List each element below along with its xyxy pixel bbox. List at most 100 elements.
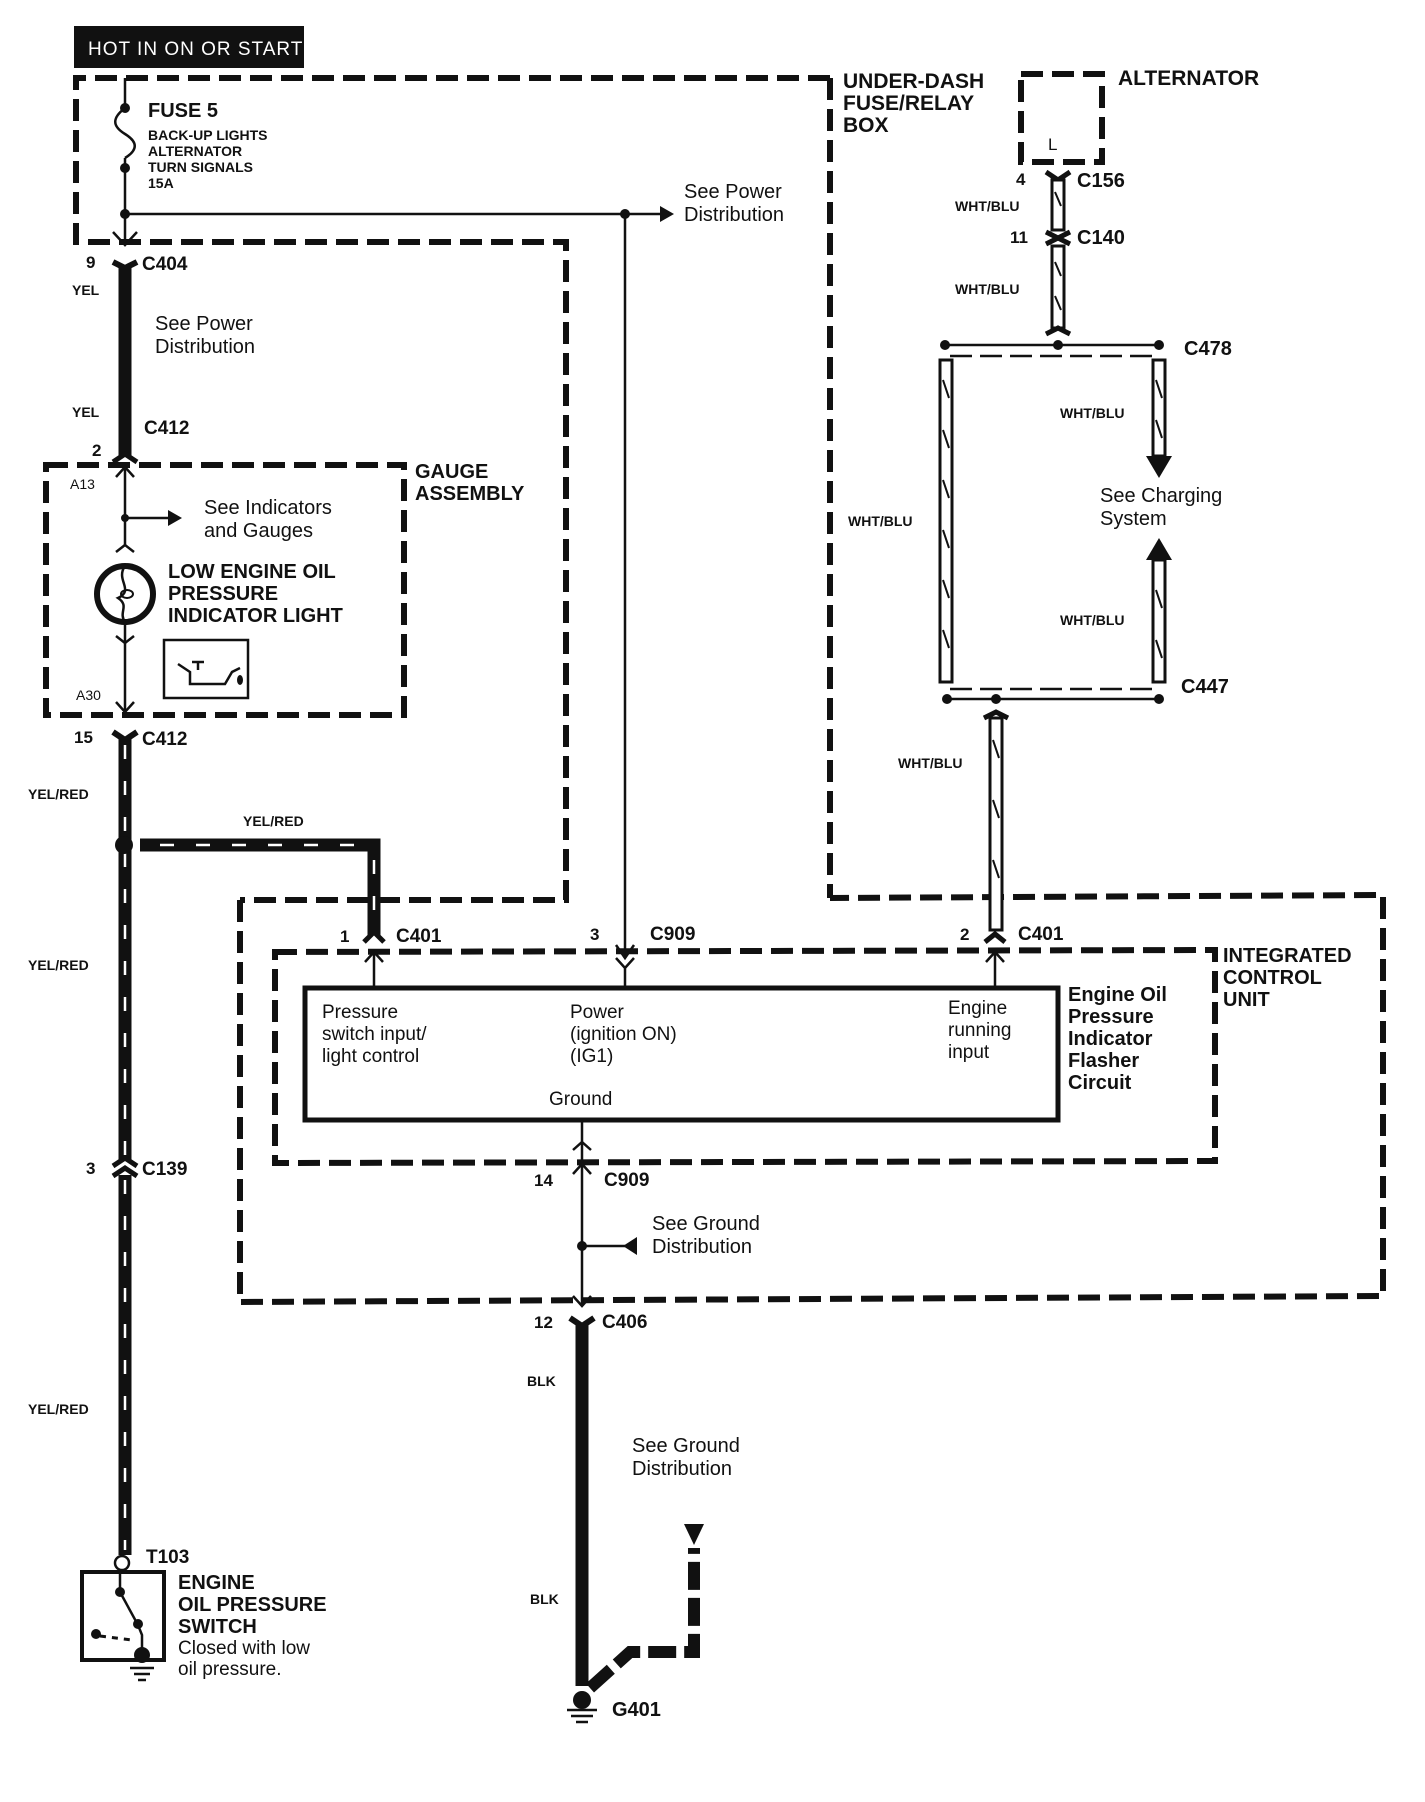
flasher-label-1: Engine Oil bbox=[1068, 984, 1167, 1006]
alternator-outline bbox=[1018, 71, 1105, 165]
splice-junction bbox=[115, 836, 133, 854]
pin-a30: A30 bbox=[76, 687, 101, 703]
alternator-label: ALTERNATOR bbox=[1118, 67, 1259, 90]
icu-label-2: CONTROL bbox=[1223, 967, 1322, 989]
see-indicators-and-gauges[interactable]: See Indicators bbox=[204, 497, 332, 519]
see-ground-distribution-icu-2[interactable]: Distribution bbox=[652, 1236, 752, 1258]
pin-ground: Ground bbox=[549, 1089, 612, 1110]
c401-pin1-label: C401 bbox=[396, 926, 442, 947]
wire-color-yelred-3: YEL/RED bbox=[28, 1401, 89, 1417]
wire-color-whtblu-loop-right-bottom: WHT/BLU bbox=[1060, 612, 1125, 628]
c156-label: C156 bbox=[1077, 170, 1125, 192]
c401-pin1: 1 bbox=[340, 927, 349, 946]
see-ground-distribution-bottom-2[interactable]: Distribution bbox=[632, 1458, 732, 1480]
wire-yel-red-branch[interactable] bbox=[140, 838, 381, 935]
see-power-distribution-top[interactable]: See Power bbox=[684, 181, 782, 203]
wire-stripe-pattern bbox=[942, 191, 1163, 879]
wire-color-whtblu-loop-left: WHT/BLU bbox=[848, 513, 913, 529]
c909-pin3: 3 bbox=[590, 925, 599, 944]
see-power-distribution-left-2[interactable]: Distribution bbox=[155, 336, 255, 358]
indicator-light-label-3: INDICATOR LIGHT bbox=[168, 605, 343, 627]
c478-label: C478 bbox=[1184, 338, 1232, 360]
arrow-down-icon bbox=[1146, 456, 1172, 478]
icu-label-3: UNIT bbox=[1223, 989, 1270, 1011]
t103-label: T103 bbox=[146, 1547, 189, 1568]
fuse-circuit-3: TURN SIGNALS bbox=[148, 159, 253, 175]
fuse-5[interactable] bbox=[114, 78, 136, 240]
under-dash-line3: BOX bbox=[843, 114, 889, 137]
under-dash-line1: UNDER-DASH bbox=[843, 70, 984, 93]
hot-in-on-or-start-label: HOT IN ON OR START bbox=[74, 26, 304, 68]
arrow-right-icon bbox=[660, 206, 674, 222]
pin-engine-running-2: running bbox=[948, 1020, 1011, 1041]
arrow-right-icon bbox=[168, 510, 182, 526]
c412-top-pin: 2 bbox=[92, 441, 101, 460]
c412-bottom-label: C412 bbox=[142, 729, 187, 750]
fuse-icon bbox=[114, 107, 136, 160]
pin-power-2: (ignition ON) bbox=[570, 1024, 677, 1045]
fuse-circuit-2: ALTERNATOR bbox=[148, 143, 242, 159]
see-ground-distribution-icu[interactable]: See Ground bbox=[652, 1213, 760, 1235]
fuse-circuit-1: BACK-UP LIGHTS bbox=[148, 127, 268, 143]
connector-c139-icon bbox=[111, 1154, 139, 1179]
wire-color-whtblu-icu: WHT/BLU bbox=[898, 755, 963, 771]
see-power-distribution-top-2[interactable]: Distribution bbox=[684, 204, 784, 226]
c404-pin: 9 bbox=[86, 253, 95, 272]
wire-color-blk-2: BLK bbox=[530, 1591, 559, 1607]
wire-color-yel-2: YEL bbox=[72, 404, 100, 420]
under-dash-line2: FUSE/RELAY bbox=[843, 92, 974, 115]
fuse-title: FUSE 5 bbox=[148, 100, 218, 122]
gauge-assembly-outline bbox=[43, 462, 407, 718]
oil-pressure-switch-icon[interactable] bbox=[80, 1570, 166, 1682]
flasher-circuit-outline bbox=[272, 946, 1218, 1167]
wire-color-yelred-1: YEL/RED bbox=[28, 786, 89, 802]
indicator-light-label-2: PRESSURE bbox=[168, 583, 278, 605]
c412-top-label: C412 bbox=[144, 418, 189, 439]
arrow-up-icon bbox=[1146, 538, 1172, 560]
see-indicators-and-gauges-2[interactable]: and Gauges bbox=[204, 520, 313, 542]
pin-pressure-input-3: light control bbox=[322, 1046, 419, 1067]
wire-color-whtblu-2: WHT/BLU bbox=[955, 281, 1020, 297]
see-power-distribution-left[interactable]: See Power bbox=[155, 313, 253, 335]
wire-color-yel-1: YEL bbox=[72, 282, 100, 298]
wire-color-whtblu-1: WHT/BLU bbox=[955, 198, 1020, 214]
wire-color-yelred-2: YEL/RED bbox=[28, 957, 89, 973]
c909-pin3-label: C909 bbox=[650, 924, 695, 945]
indicator-light-label-1: LOW ENGINE OIL bbox=[168, 561, 336, 583]
connector-arrow-c404 bbox=[112, 231, 138, 247]
see-charging-system-2[interactable]: System bbox=[1100, 508, 1167, 530]
wire-color-blk-1: BLK bbox=[527, 1373, 556, 1389]
wire-wht-blu-top[interactable] bbox=[1044, 169, 1072, 337]
pin-pressure-input-1: Pressure bbox=[322, 1002, 398, 1023]
gauge-assembly-label-2: ASSEMBLY bbox=[415, 483, 525, 505]
c447-label: C447 bbox=[1181, 676, 1229, 698]
fuse-rating: 15A bbox=[148, 175, 174, 191]
see-charging-system[interactable]: See Charging bbox=[1100, 485, 1222, 507]
hot-label-text: HOT IN ON OR START bbox=[88, 39, 303, 60]
pin-pressure-input-2: switch input/ bbox=[322, 1024, 427, 1045]
wire-ground-branch bbox=[585, 1548, 700, 1693]
see-ground-distribution-bottom[interactable]: See Ground bbox=[632, 1435, 740, 1457]
flasher-label-5: Circuit bbox=[1068, 1072, 1132, 1094]
c909-pin14-label: C909 bbox=[604, 1170, 649, 1191]
alternator-terminal-l: L bbox=[1048, 135, 1057, 154]
pin-engine-running-1: Engine bbox=[948, 998, 1007, 1019]
c909-pin14: 14 bbox=[534, 1171, 553, 1190]
pin-power-1: Power bbox=[570, 1002, 625, 1023]
wire-wht-blu-loop-right-top[interactable] bbox=[1151, 358, 1167, 458]
wire-wht-blu-loop-left[interactable] bbox=[938, 358, 954, 684]
g401-label: G401 bbox=[612, 1699, 661, 1721]
oil-switch-label-2: OIL PRESSURE bbox=[178, 1594, 327, 1616]
flasher-module[interactable] bbox=[302, 985, 1061, 1123]
pin-power-3: (IG1) bbox=[570, 1046, 613, 1067]
c406-pin: 12 bbox=[534, 1313, 553, 1332]
pin-a13: A13 bbox=[70, 476, 95, 492]
c401-pin2-label: C401 bbox=[1018, 924, 1064, 945]
wire-color-whtblu-loop-right-top: WHT/BLU bbox=[1060, 405, 1125, 421]
flasher-label-2: Pressure bbox=[1068, 1006, 1154, 1028]
oil-switch-label-3: SWITCH bbox=[178, 1616, 257, 1638]
under-dash-fuse-box-label: UNDER-DASH FUSE/RELAY BOX bbox=[843, 70, 984, 137]
gauge-assembly-label-1: GAUGE bbox=[415, 461, 488, 483]
wire-wht-blu-loop-right-bottom[interactable] bbox=[1151, 558, 1167, 684]
